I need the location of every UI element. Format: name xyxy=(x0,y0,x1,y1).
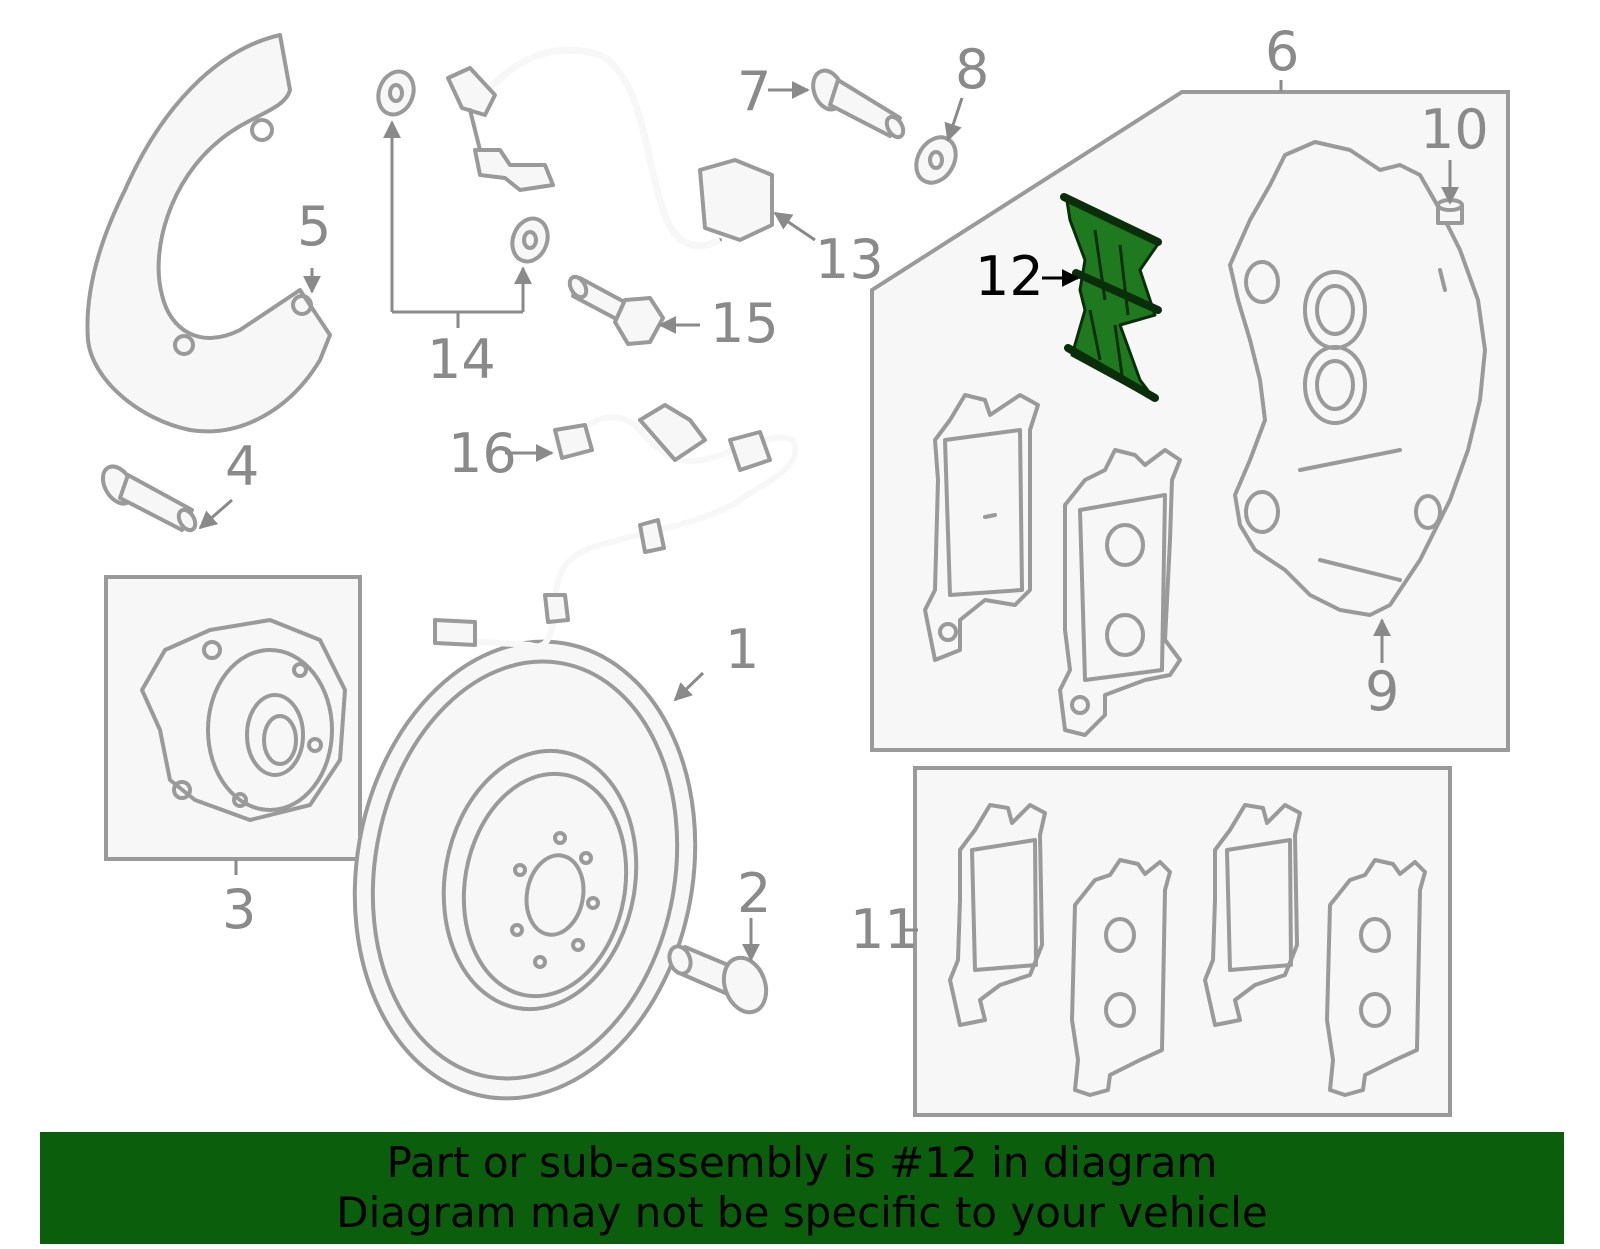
callout-15: 15 xyxy=(710,292,779,355)
callout-3: 3 xyxy=(222,878,256,941)
banner-line-part-reference: Part or sub-assembly is #12 in diagram xyxy=(386,1138,1218,1187)
wear-sensor-harness-part-16[interactable] xyxy=(433,403,799,650)
callout-16: 16 xyxy=(448,422,517,485)
callout-14: 14 xyxy=(427,328,496,391)
washer-part-8[interactable] xyxy=(908,130,963,190)
callout-11: 11 xyxy=(850,898,919,961)
pad-set-pad-a xyxy=(948,803,1047,1027)
callout-5: 5 xyxy=(297,195,331,258)
bolt-part-4[interactable] xyxy=(97,461,199,533)
bleeder-cap-part-10[interactable] xyxy=(1436,198,1464,225)
leader-lines xyxy=(198,80,1459,962)
brake-caliper-part-9[interactable] xyxy=(1228,140,1487,617)
callout-2: 2 xyxy=(737,862,771,925)
pad-spring-part-12-highlighted[interactable] xyxy=(1060,193,1162,402)
callout-10: 10 xyxy=(1420,98,1489,161)
brake-hose-part-13[interactable] xyxy=(446,46,774,250)
brake-rotor-part-1[interactable] xyxy=(320,614,731,1125)
washer-set-part-14[interactable] xyxy=(373,67,554,328)
pad-set-pad-d xyxy=(1325,858,1427,1097)
callout-13: 13 xyxy=(815,228,884,291)
hub-bearing-part-3[interactable] xyxy=(104,575,362,861)
pad-set-box-part-11[interactable] xyxy=(913,766,1452,1117)
info-banner: Part or sub-assembly is #12 in diagram D… xyxy=(40,1132,1564,1244)
callout-9: 9 xyxy=(1365,660,1399,723)
callout-6: 6 xyxy=(1265,20,1299,83)
bolt-part-2[interactable] xyxy=(666,943,774,1018)
bolt-part-15[interactable] xyxy=(566,274,665,346)
callout-12-highlighted: 12 xyxy=(975,245,1044,308)
bolt-part-7[interactable] xyxy=(808,66,907,140)
pad-set-pad-b xyxy=(1070,858,1172,1097)
pad-set-pad-c xyxy=(1203,803,1302,1027)
dust-shield-part-5[interactable] xyxy=(85,33,332,434)
callout-1: 1 xyxy=(725,618,759,681)
callout-4: 4 xyxy=(225,435,259,498)
brake-pad-inner[interactable] xyxy=(923,393,1040,662)
banner-line-disclaimer: Diagram may not be specific to your vehi… xyxy=(336,1188,1268,1237)
brake-pad-outer[interactable] xyxy=(1058,448,1182,737)
callout-7: 7 xyxy=(737,60,771,123)
callout-8: 8 xyxy=(955,38,989,101)
